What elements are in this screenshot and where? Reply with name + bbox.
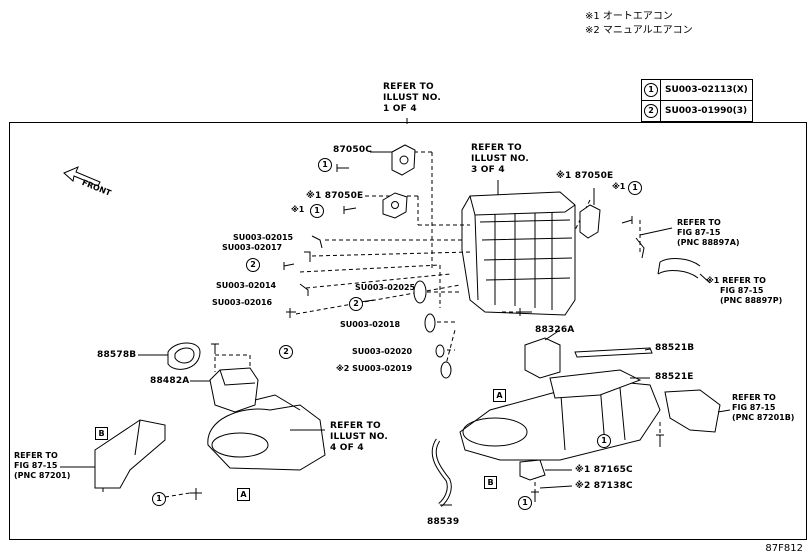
- refer-illust-1[interactable]: REFER TO ILLUST NO. 1 OF 4: [383, 82, 441, 114]
- part-87050c[interactable]: 87050C: [333, 145, 373, 155]
- ref-box-b[interactable]: B: [95, 427, 108, 440]
- callout-1[interactable]: 1: [152, 492, 166, 506]
- diagram-frame: [9, 122, 807, 540]
- part-87050e-left[interactable]: ※1 87050E: [306, 191, 364, 201]
- refer-pnc-88897p[interactable]: ※1 REFER TO FIG 87-15 (PNC 88897P): [706, 276, 783, 305]
- illustration-id: 87F812: [765, 543, 803, 554]
- callout-mark: 2: [644, 104, 658, 118]
- part-su003-02025[interactable]: SU003-02025: [355, 283, 416, 292]
- star1-note: ※1: [291, 205, 305, 214]
- callout-1[interactable]: 1: [597, 434, 611, 448]
- refer-illust-3[interactable]: REFER TO ILLUST NO. 3 OF 4: [471, 143, 529, 175]
- code-value: SU003-01990(3): [660, 100, 753, 122]
- part-su003-02014[interactable]: SU003-02014: [216, 281, 277, 290]
- callout-1[interactable]: 1: [310, 204, 324, 218]
- refer-pnc-88897a[interactable]: REFER TO FIG 87-15 (PNC 88897A): [677, 218, 740, 247]
- ref-box-b[interactable]: B: [484, 476, 497, 489]
- part-88521b[interactable]: 88521B: [655, 343, 695, 353]
- legend-notes: ※1 オートエアコン ※2 マニュアルエアコン: [585, 10, 693, 38]
- star1-note: ※1: [612, 182, 626, 191]
- code-table: 1 SU003-02113(X) 2 SU003-01990(3): [641, 79, 753, 122]
- part-87050e-right[interactable]: ※1 87050E: [556, 171, 614, 181]
- legend-auto-ac: ※1 オートエアコン: [585, 11, 673, 22]
- part-su003-02016[interactable]: SU003-02016: [212, 298, 273, 307]
- part-88521e[interactable]: 88521E: [655, 372, 694, 382]
- callout-mark: 1: [644, 83, 658, 97]
- callout-2[interactable]: 2: [246, 258, 260, 272]
- ref-box-a[interactable]: A: [237, 488, 250, 501]
- part-88578b[interactable]: 88578B: [97, 350, 137, 360]
- legend-manual-ac: ※2 マニュアルエアコン: [585, 25, 693, 36]
- part-su003-02018[interactable]: SU003-02018: [340, 320, 401, 329]
- code-row: 2 SU003-01990(3): [641, 100, 753, 122]
- part-su003-02017[interactable]: SU003-02017: [222, 243, 283, 252]
- ref-box-a[interactable]: A: [493, 389, 506, 402]
- callout-2[interactable]: 2: [279, 345, 293, 359]
- part-su003-02019[interactable]: ※2 SU003-02019: [336, 364, 413, 373]
- callout-2[interactable]: 2: [349, 297, 363, 311]
- part-88482a[interactable]: 88482A: [150, 376, 190, 386]
- part-87138c[interactable]: ※2 87138C: [575, 481, 633, 491]
- part-su003-02015[interactable]: SU003-02015: [233, 233, 294, 242]
- callout-1[interactable]: 1: [518, 496, 532, 510]
- refer-pnc-87201b[interactable]: REFER TO FIG 87-15 (PNC 87201B): [732, 393, 795, 422]
- part-su003-02020[interactable]: SU003-02020: [352, 347, 413, 356]
- part-87165c[interactable]: ※1 87165C: [575, 465, 633, 475]
- refer-pnc-87201[interactable]: REFER TO FIG 87-15 (PNC 87201): [14, 451, 71, 480]
- part-88326a[interactable]: 88326A: [535, 325, 575, 335]
- callout-1[interactable]: 1: [628, 181, 642, 195]
- callout-1[interactable]: 1: [318, 158, 332, 172]
- part-88539[interactable]: 88539: [427, 517, 460, 527]
- refer-illust-4[interactable]: REFER TO ILLUST NO. 4 OF 4: [330, 421, 388, 453]
